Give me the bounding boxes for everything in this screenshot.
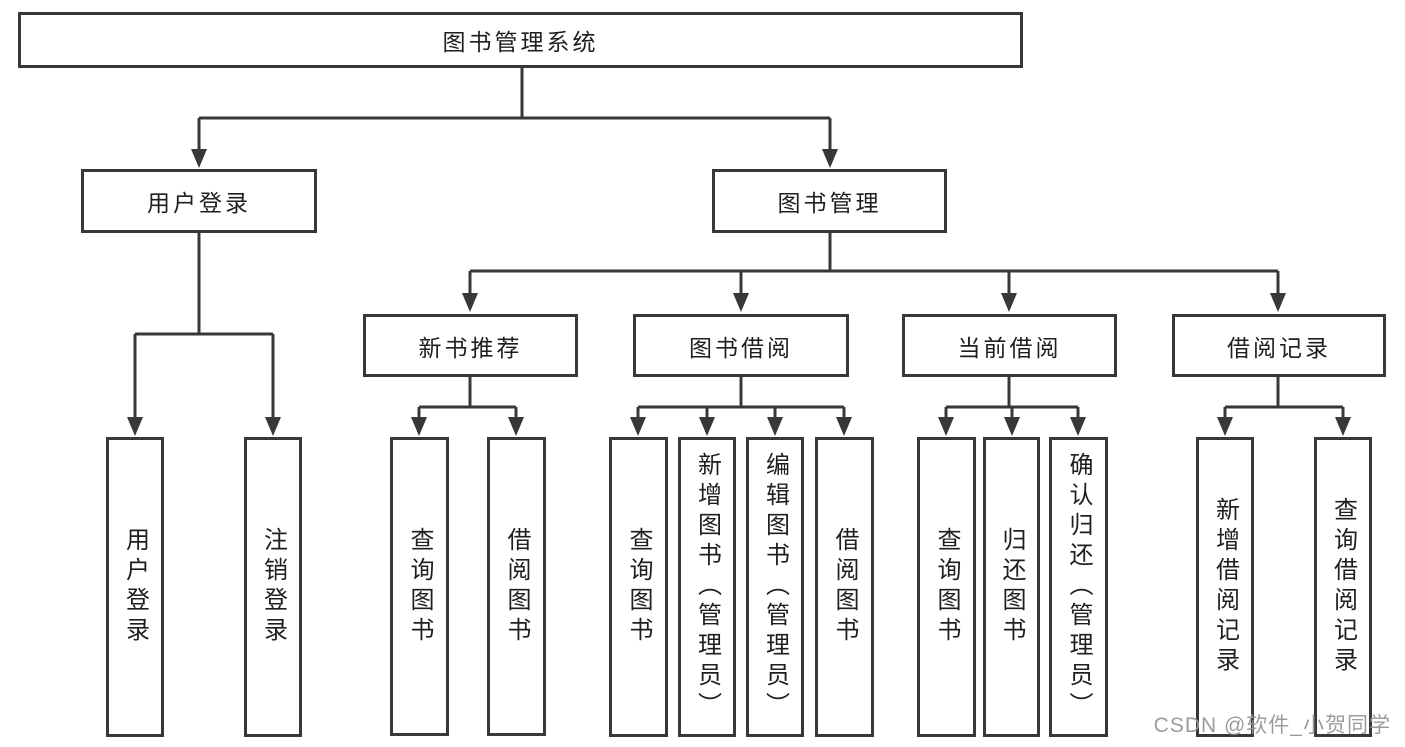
arrow-down-icon <box>1070 417 1086 436</box>
connector-bookborrow-children <box>636 377 846 419</box>
node-user-login: 用户登录 <box>81 169 317 233</box>
arrow-down-icon <box>1217 417 1233 436</box>
node-add-borrow-record: 新增借阅记录 <box>1196 437 1254 737</box>
node-logout: 注销登录 <box>244 437 302 737</box>
node-library-system: 图书管理系统 <box>18 12 1023 68</box>
arrow-down-icon <box>1335 417 1351 436</box>
connector-currentborrow-children <box>944 377 1080 419</box>
node-borrow-books-2: 借阅图书 <box>815 437 874 737</box>
node-confirm-return-admin: 确认归还（管理员） <box>1049 437 1108 737</box>
node-book-borrowing: 图书借阅 <box>633 314 849 377</box>
arrow-down-icon <box>191 149 207 168</box>
arrow-down-icon <box>462 293 478 312</box>
arrowheads <box>127 149 1351 436</box>
csdn-watermark: CSDN @软件_小贺同学 <box>1153 714 1391 737</box>
arrow-down-icon <box>508 417 524 436</box>
connector-records-children <box>1223 377 1345 419</box>
node-add-books-admin: 新增图书（管理员） <box>678 437 736 737</box>
arrow-down-icon <box>1004 417 1020 436</box>
node-query-borrow-record: 查询借阅记录 <box>1314 437 1372 737</box>
arrow-down-icon <box>822 149 838 168</box>
node-borrow-books-1: 借阅图书 <box>487 437 546 736</box>
node-query-books-3: 查询图书 <box>917 437 976 737</box>
arrow-down-icon <box>733 293 749 312</box>
arrow-down-icon <box>938 417 954 436</box>
arrow-down-icon <box>630 417 646 436</box>
node-current-borrowing: 当前借阅 <box>902 314 1117 377</box>
arrow-down-icon <box>127 417 143 436</box>
node-query-books-1: 查询图书 <box>390 437 449 736</box>
arrow-down-icon <box>1270 293 1286 312</box>
connector-newbook-children <box>417 377 518 419</box>
arrow-down-icon <box>699 417 715 436</box>
connector-userlogin-children <box>133 233 275 419</box>
arrow-down-icon <box>1001 293 1017 312</box>
arrow-down-icon <box>411 417 427 436</box>
node-query-books-2: 查询图书 <box>609 437 668 737</box>
connector-bookmgmt-to-level3 <box>468 232 1280 295</box>
connector-root-to-level2 <box>197 68 832 151</box>
node-return-books: 归还图书 <box>983 437 1040 737</box>
arrow-down-icon <box>836 417 852 436</box>
node-borrowing-records: 借阅记录 <box>1172 314 1386 377</box>
arrow-down-icon <box>265 417 281 436</box>
node-edit-books-admin: 编辑图书（管理员） <box>746 437 804 737</box>
node-new-book-recommend: 新书推荐 <box>363 314 578 377</box>
node-user-login-leaf: 用户登录 <box>106 437 164 737</box>
arrow-down-icon <box>767 417 783 436</box>
node-book-management: 图书管理 <box>712 169 947 233</box>
